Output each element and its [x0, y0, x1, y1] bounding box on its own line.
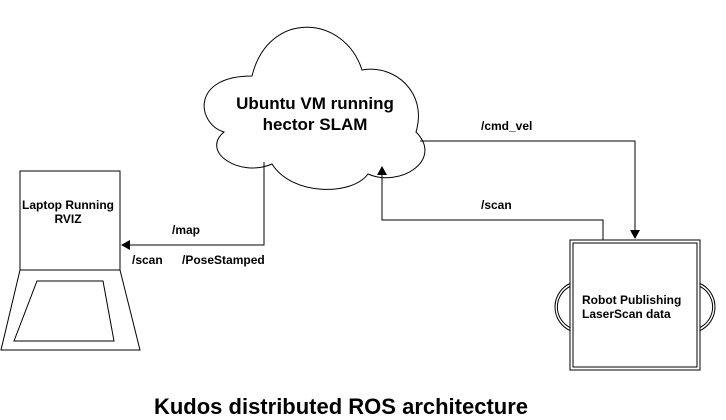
robot-wheel-right-outer: [698, 282, 716, 332]
edge-cmd-vel-line: [420, 140, 640, 239]
vm-label-line1: Ubuntu VM running: [236, 94, 394, 113]
edge-cmd-vel: /cmd_vel: [420, 119, 640, 239]
laptop-screen: [19, 170, 121, 271]
edge-map-label: /map: [172, 223, 200, 237]
edge-scan-up-label: /scan: [481, 198, 512, 212]
diagram-caption: Kudos distributed ROS architecture: [154, 394, 528, 419]
robot-body-outer: [569, 239, 701, 371]
edge-to-laptop: /map /scan /PoseStamped: [121, 162, 265, 267]
laptop-label-line2: RVIZ: [54, 212, 81, 226]
edge-scan-label: /scan: [132, 253, 163, 267]
robot-wheel-left-inner: [556, 285, 572, 329]
vm-label-line2: hector SLAM: [263, 115, 368, 134]
edge-scan-up: /scan: [377, 166, 604, 240]
robot-body-inner: [572, 242, 698, 368]
cloud-shape: [203, 26, 426, 190]
laptop-label-line1: Laptop Running: [22, 198, 114, 212]
robot-node: Robot Publishing LaserScan data: [554, 239, 716, 371]
edge-posestamped-label: /PoseStamped: [182, 253, 265, 267]
robot-wheel-right-inner: [698, 285, 714, 329]
edge-to-laptop-line: [121, 162, 265, 250]
edge-cmd-vel-label: /cmd_vel: [481, 119, 532, 133]
robot-wheel-left-outer: [554, 282, 572, 332]
laptop-keyboard: [13, 280, 115, 342]
vm-node: Ubuntu VM running hector SLAM: [203, 26, 426, 190]
robot-label-line1: Robot Publishing: [582, 293, 681, 307]
robot-label-line2: LaserScan data: [582, 307, 671, 321]
laptop-node: Laptop Running RVIZ: [0, 170, 141, 351]
edge-scan-up-line: [377, 166, 604, 240]
